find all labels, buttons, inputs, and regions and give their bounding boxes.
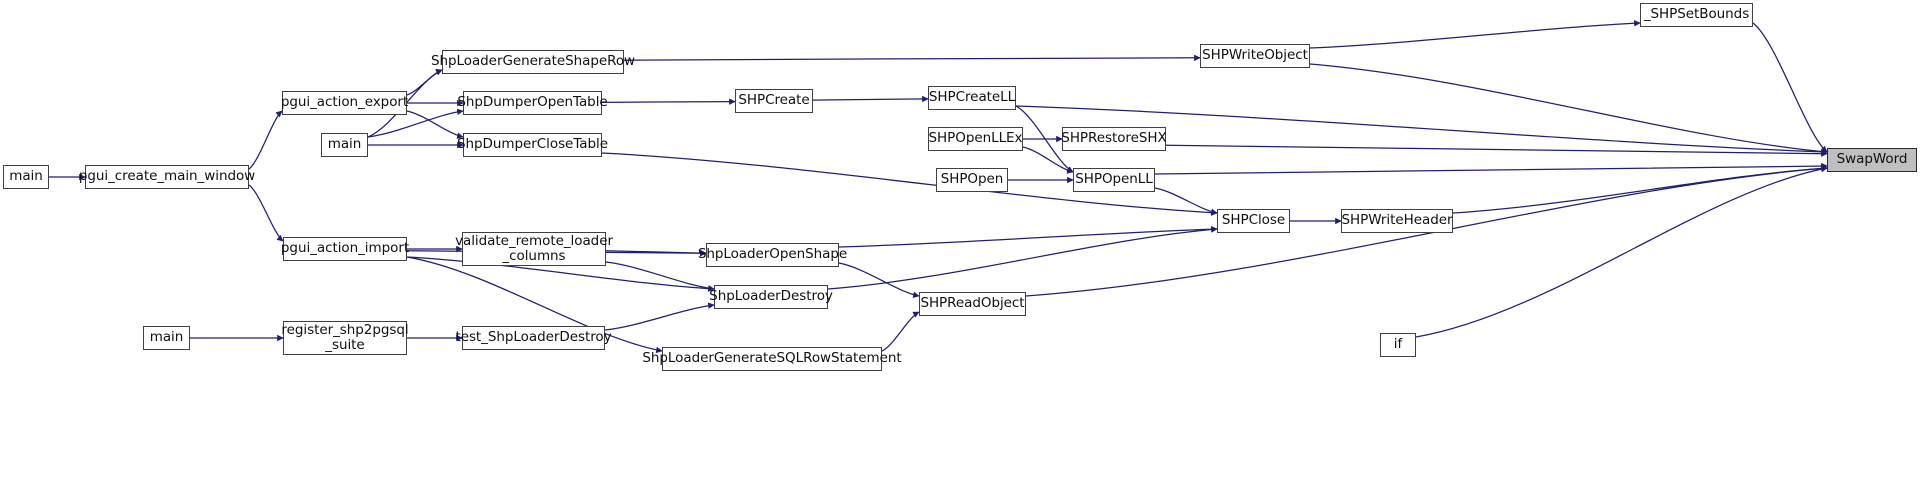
graph-node-validate[interactable]: validate_remote_loader _columns — [455, 232, 613, 266]
graph-edge-dumper_close-to-shp_close — [601, 152, 1218, 216]
graph-edge-shp_createll-to-swapword — [1015, 105, 1828, 156]
graph-edge-pgui_import-to-loader_destroy — [406, 256, 715, 292]
graph-edge-shp_setb-to-swapword — [1752, 22, 1828, 153]
graph-node-shp_gsr[interactable]: ShpLoaderGenerateShapeRow — [431, 50, 635, 74]
graph-node-dumper_close[interactable]: ShpDumperCloseTable — [457, 133, 608, 157]
graph-edge-pgui_cmw-to-pgui_export — [248, 110, 283, 170]
graph-edge-shp_write_o-to-swapword — [1309, 63, 1828, 155]
graph-edge-shp_write_h-to-swapword — [1452, 165, 1828, 214]
graph-node-loader_open[interactable]: ShpLoaderOpenShape — [698, 243, 847, 267]
graph-edge-main_b-to-dumper_open — [367, 108, 464, 138]
graph-node-pgui_export[interactable]: pgui_action_export — [281, 91, 408, 115]
graph-edge-validate-to-loader_open — [605, 249, 707, 257]
graph-node-shp_setb[interactable]: _SHPSetBounds — [1640, 3, 1753, 27]
graph-edge-shp_openllex-to-shp_openll — [1022, 146, 1074, 174]
graph-node-dumper_open[interactable]: ShpDumperOpenTable — [457, 91, 608, 115]
graph-node-shp_createll[interactable]: SHPCreateLL — [928, 86, 1016, 110]
graph-edge-shp_gsr-to-shp_write_o — [623, 54, 1201, 62]
graph-edge-shp_openll-to-shp_close — [1154, 187, 1218, 216]
graph-edge-shp_openll-to-swapword — [1154, 162, 1828, 175]
graph-node-test_destroy[interactable]: test_ShpLoaderDestroy — [455, 326, 612, 350]
graph-node-shp_close[interactable]: SHPClose — [1217, 209, 1290, 233]
graph-edge-pgui_export-to-dumper_close — [406, 110, 464, 139]
graph-edge-if_node-to-swapword — [1415, 165, 1828, 338]
graph-edge-pgui_import-to-loader_sql — [406, 256, 663, 354]
graph-edge-pgui_cmw-to-pgui_import — [248, 184, 284, 242]
graph-edge-shp_create-to-shp_createll — [812, 95, 929, 103]
graph-node-shp_write_o[interactable]: SHPWriteObject — [1200, 44, 1310, 68]
graph-node-if_node[interactable]: if — [1380, 333, 1416, 357]
graph-edge-validate-to-loader_destroy — [605, 261, 715, 292]
graph-node-main_b[interactable]: main — [321, 133, 368, 157]
graph-node-shp_openllex[interactable]: SHPOpenLLEx — [928, 127, 1023, 151]
graph-node-swapword[interactable]: SwapWord — [1827, 148, 1917, 172]
graph-node-main_a[interactable]: main — [3, 165, 49, 189]
graph-edge-dumper_open-to-shp_create — [601, 98, 736, 105]
graph-edge-loader_destroy-to-shp_close — [827, 226, 1218, 290]
graph-node-pgui_cmw[interactable]: pgui_create_main_window — [79, 165, 255, 189]
graph-node-loader_destroy[interactable]: ShpLoaderDestroy — [709, 285, 833, 309]
graph-edge-shp_write_o-to-shp_setb — [1309, 20, 1641, 49]
graph-node-shp_create[interactable]: SHPCreate — [735, 89, 813, 113]
graph-node-shp_open[interactable]: SHPOpen — [936, 168, 1008, 192]
graph-node-main_c[interactable]: main — [143, 326, 190, 350]
graph-node-register[interactable]: register_shp2pgsql _suite — [281, 321, 409, 355]
graph-node-pgui_import[interactable]: pgui_action_import — [281, 237, 409, 261]
graph-edge-shp_restore-to-swapword — [1165, 144, 1828, 157]
graph-edge-loader_open-to-shp_read_o — [838, 262, 920, 298]
graph-edge-test_destroy-to-loader_destroy — [604, 302, 715, 331]
graph-node-loader_sql[interactable]: ShpLoaderGenerateSQLRowStatement — [642, 347, 902, 371]
graph-node-shp_openll[interactable]: SHPOpenLL — [1073, 168, 1155, 192]
graph-node-shp_restore[interactable]: SHPRestoreSHX — [1061, 127, 1167, 151]
graph-edge-loader_open-to-shp_close — [838, 225, 1218, 248]
graph-node-shp_write_h[interactable]: SHPWriteHeader — [1341, 209, 1453, 233]
graph-node-shp_read_o[interactable]: SHPReadObject — [919, 292, 1026, 316]
graph-edge-loader_sql-to-shp_read_o — [881, 311, 920, 352]
